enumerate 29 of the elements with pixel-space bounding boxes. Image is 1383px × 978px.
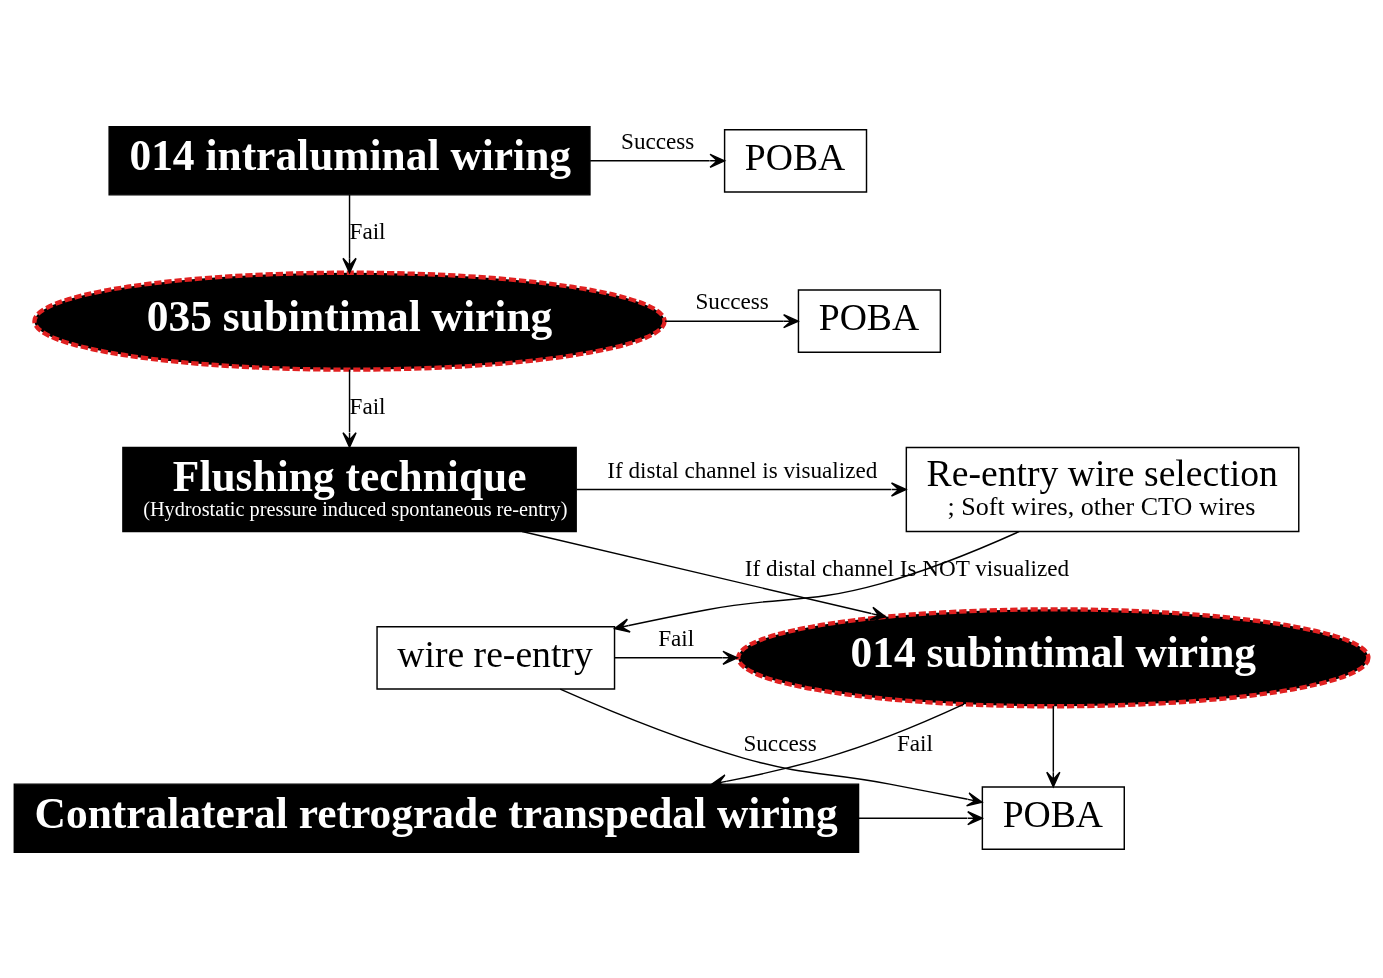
arrow: [559, 687, 983, 806]
node-box: POBA: [797, 288, 942, 353]
arrow: [858, 810, 983, 825]
arrow: [613, 530, 1020, 633]
node-box: Contralateral retrograde transpedal wiring: [13, 782, 860, 853]
arrow: [614, 650, 739, 665]
edge-label: Success: [695, 287, 769, 314]
edge-label: Success: [621, 127, 695, 154]
node-box: Re-entry wire selection ; Soft wires, other CTO wires: [905, 446, 1300, 532]
arrow: [521, 530, 887, 621]
edge-label: Fail: [349, 217, 386, 244]
node-box: Flushing technique (Hydrostatic pressure induced spontaneous re-entry): [122, 446, 577, 532]
arrow: [664, 313, 799, 328]
edge-label: Fail: [896, 729, 933, 756]
edge-label: Success: [743, 729, 817, 756]
edge-label: Fail: [658, 624, 695, 651]
edge-label: If distal channel is visualized: [607, 456, 878, 483]
node-ellipse: 035 subintimal wiring: [32, 270, 667, 372]
arrow: [342, 368, 357, 448]
arrow: [1046, 704, 1061, 787]
edge-label: If distal channel Is NOT visualized: [744, 554, 1070, 581]
node-box: POBA: [981, 785, 1125, 850]
node-box: wire re-entry: [376, 625, 616, 690]
arrow: [575, 481, 907, 497]
arrow: [342, 193, 357, 274]
node-box: 014 intraluminal wiring: [108, 125, 591, 196]
arrow: [589, 153, 726, 168]
edge-label: Fail: [349, 392, 386, 419]
node-box: POBA: [723, 128, 868, 193]
